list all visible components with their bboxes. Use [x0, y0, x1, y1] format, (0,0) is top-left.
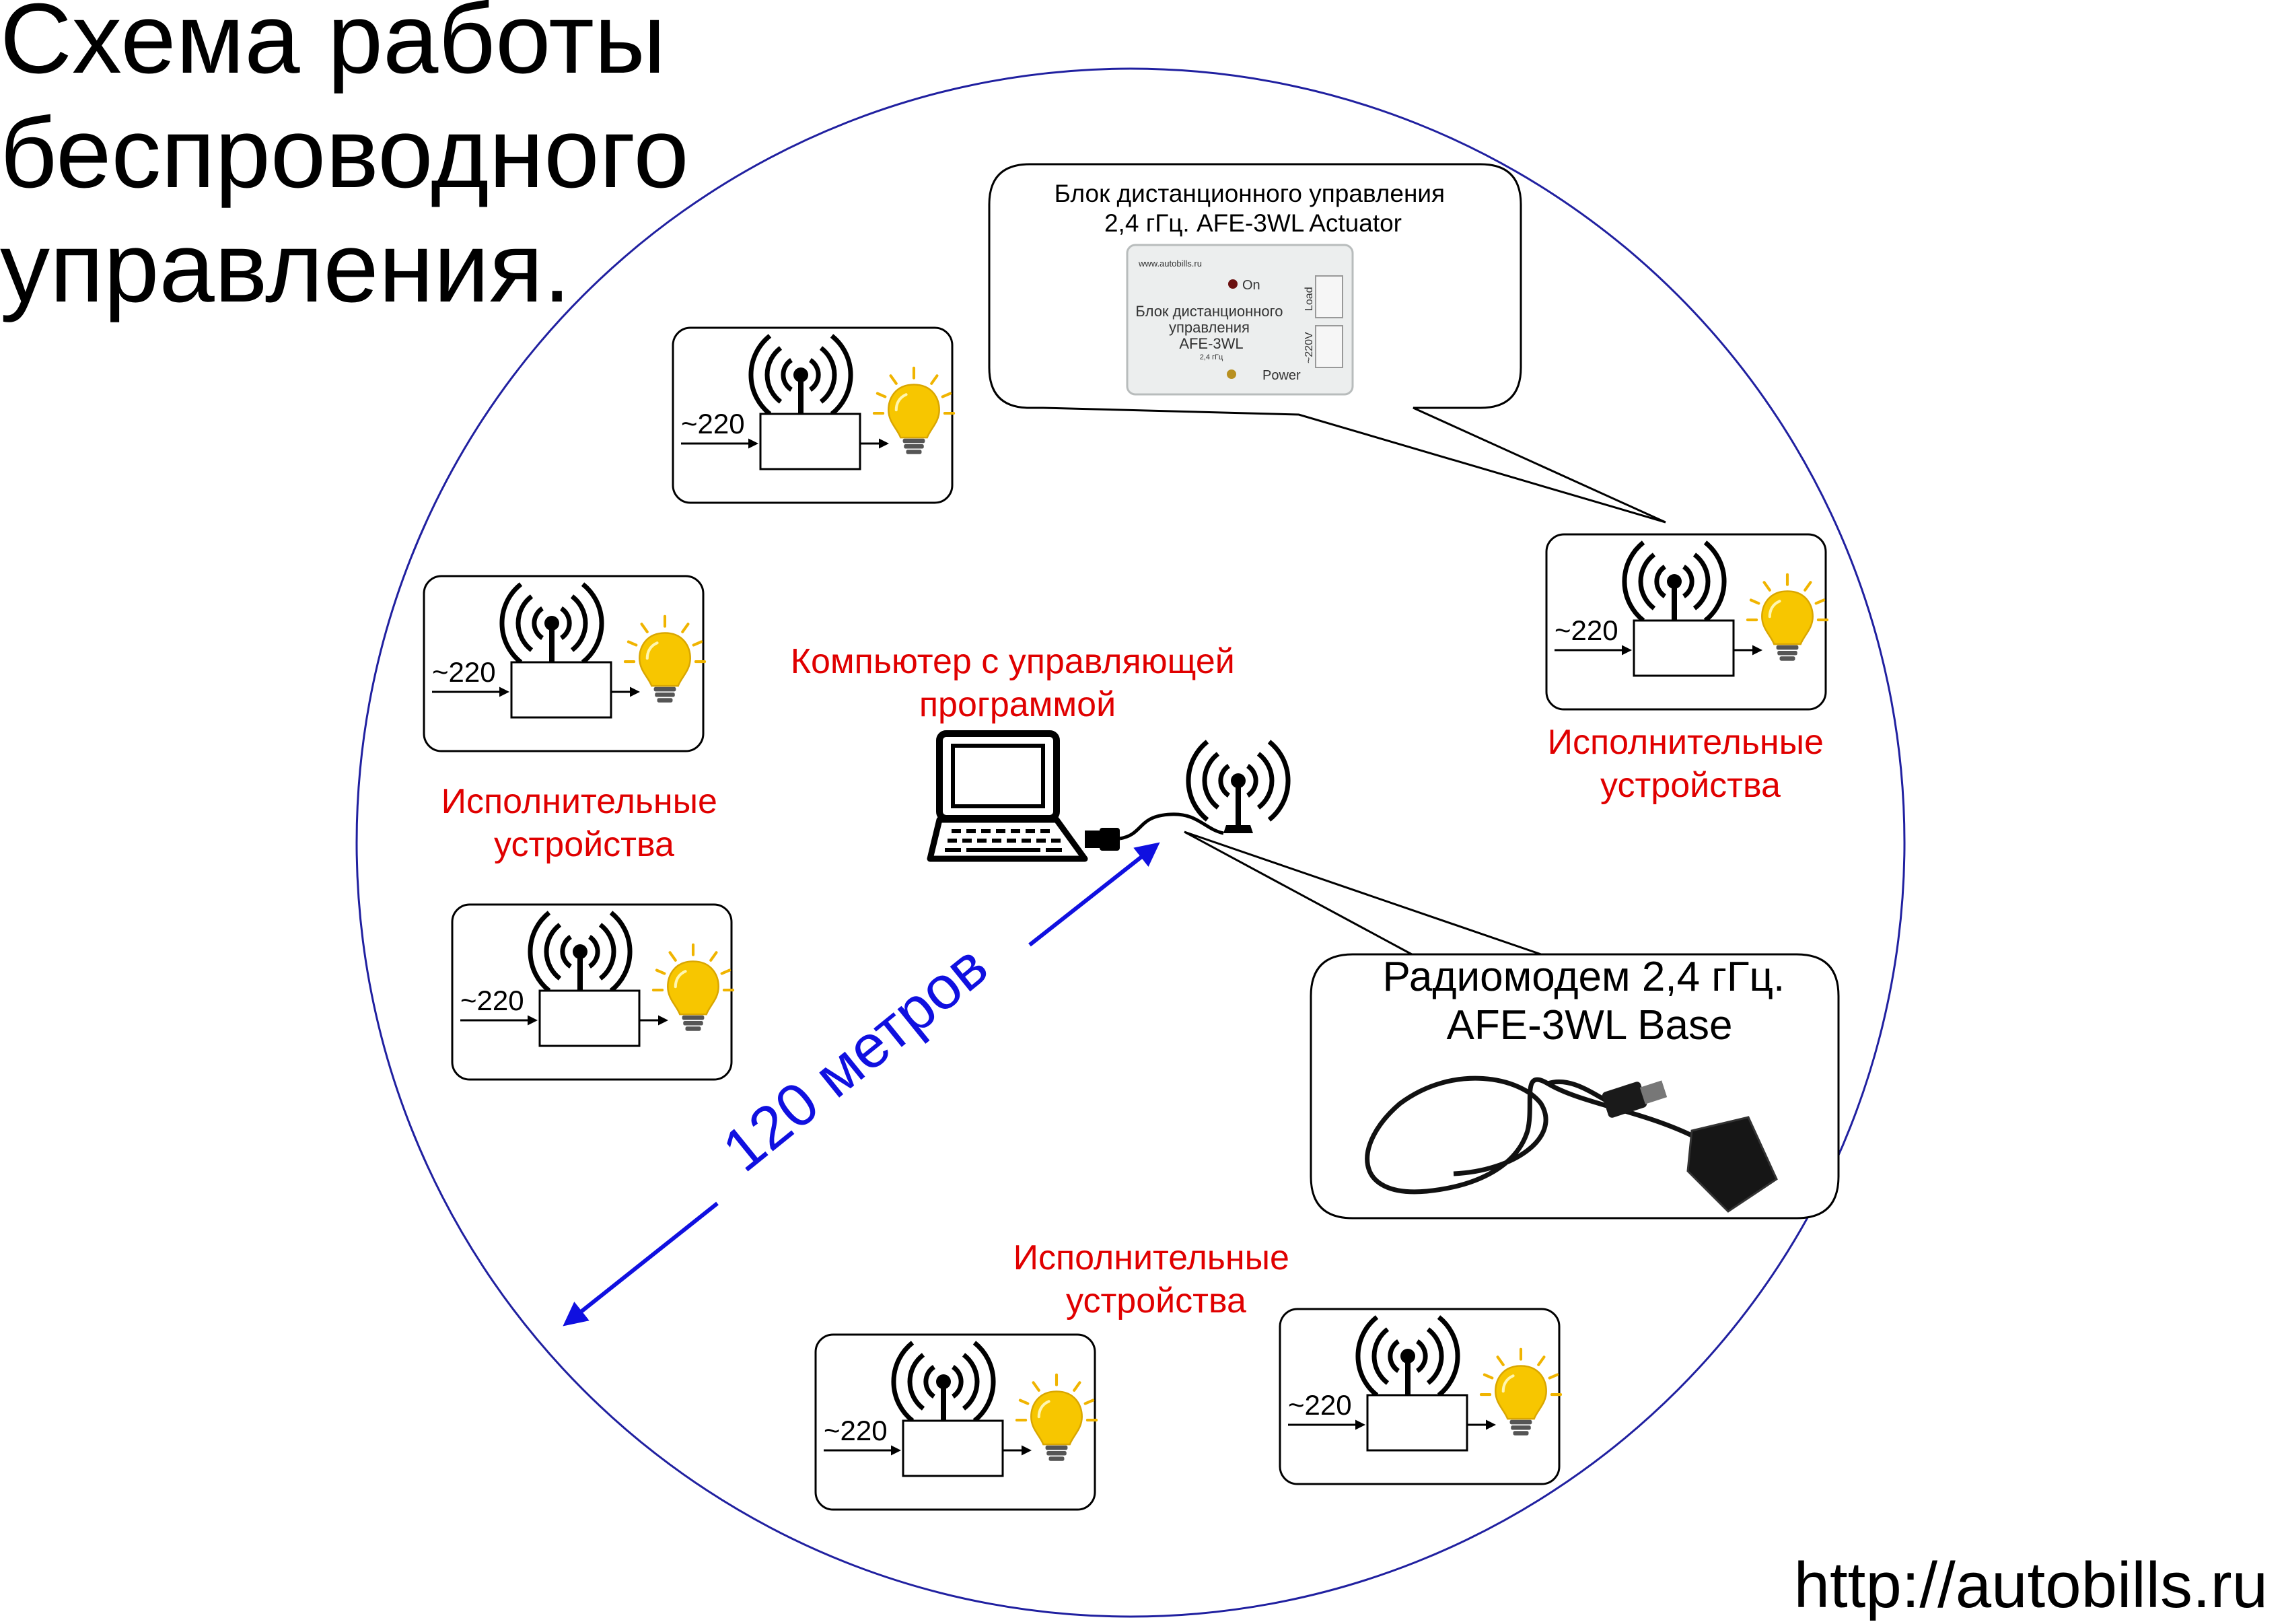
diagram-title: Схема работы беспроводного управления.: [0, 0, 717, 323]
group-label-bottom: Исполнительные устройства: [1013, 1238, 1299, 1320]
device-voltage-label: ~220: [824, 1415, 888, 1446]
device-power-label: Power: [1262, 368, 1301, 383]
device-freq: 2,4 гГц: [1200, 353, 1223, 361]
device-card-5: ~220: [816, 1335, 1096, 1510]
device-voltage-label: ~220: [460, 985, 524, 1016]
title-line: беспроводного: [0, 98, 689, 209]
device-card-1: ~220: [673, 328, 954, 503]
device-voltage-label: ~220: [432, 656, 496, 688]
device-on-label: On: [1242, 278, 1260, 293]
distance-arrow-lower: [563, 1201, 719, 1327]
device-name: Блок дистанционного управления AFE-3WL: [1135, 303, 1287, 352]
computer-label: Компьютер с управляющей программой: [791, 642, 1245, 724]
device-voltage-label: ~220: [681, 408, 745, 439]
device-site: www.autobills.ru: [1138, 258, 1202, 269]
modem-caption: Радиомодем 2,4 гГц. AFE-3WL Base: [1383, 954, 1797, 1049]
device-voltage-label: ~220: [1555, 614, 1618, 646]
device-card-4: ~220: [1546, 534, 1827, 709]
actuator-caption: Блок дистанционного управления 2,4 гГц. …: [1055, 180, 1452, 237]
group-label-left: Исполнительные устройства: [441, 782, 727, 864]
site-url[interactable]: http://autobills.ru: [1794, 1549, 2268, 1621]
laptop-icon: [927, 730, 1088, 862]
device-voltage-label: ~220V: [1304, 332, 1315, 363]
distance-arrow-upper: [1028, 842, 1160, 947]
modem-device: [1365, 1075, 1778, 1213]
title-line: Схема работы: [0, 0, 666, 94]
power-led: [1227, 369, 1236, 379]
device-card-3: ~220: [452, 905, 733, 1080]
title-line: управления.: [0, 212, 571, 323]
device-voltage-label: ~220: [1288, 1389, 1352, 1421]
actuator-device: www.autobills.ru On Блок дистанционного …: [1126, 244, 1354, 396]
on-led: [1228, 279, 1238, 289]
device-load-label: Load: [1304, 287, 1315, 311]
range-circle: [355, 67, 1906, 1618]
device-card-2: ~220: [424, 576, 705, 751]
base-antenna-icon: [1188, 742, 1288, 833]
modem-callout-bubble: [1184, 831, 1840, 1220]
device-card-6: ~220: [1280, 1309, 1561, 1484]
usb-plug-icon: [1085, 812, 1224, 851]
distance-label: 120 метров: [711, 932, 1001, 1185]
group-label-right: Исполнительные устройства: [1548, 723, 1834, 805]
